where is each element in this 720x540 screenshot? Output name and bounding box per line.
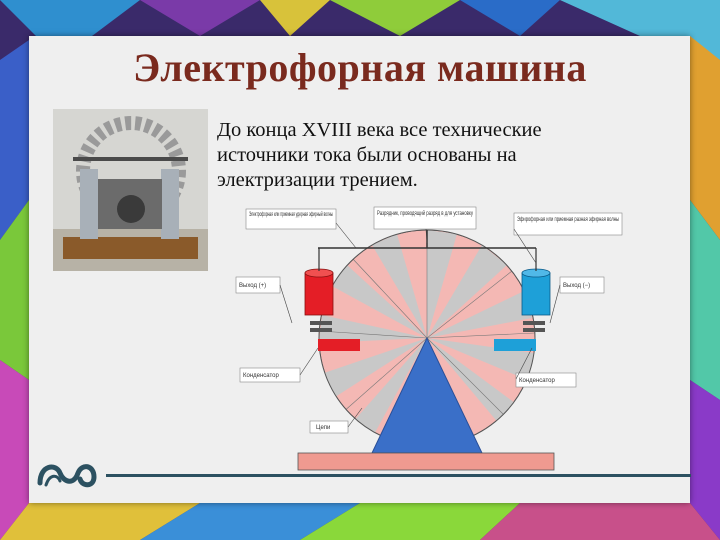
left-jar (304, 248, 360, 351)
footer-rule (106, 474, 691, 477)
logo-icon (37, 464, 97, 488)
slide-title: Электрофорная машина (133, 45, 587, 90)
label-top-left: Электрофорная или приемная удерная эфирн… (249, 211, 333, 218)
base (297, 452, 555, 471)
label-left-condenser: Конденсатор (243, 373, 280, 379)
body-paragraph: До конца XVIII века все технические исто… (217, 119, 542, 191)
label-top-right: Эфирофорная или приемная разная эфирная … (517, 217, 619, 223)
electrophore-diagram: Электрофорная или приемная удерная эфирн… (235, 206, 623, 471)
machine-photo (53, 109, 208, 271)
label-left-output: Выход (+) (239, 283, 266, 289)
label-chain: Цепи (316, 425, 330, 431)
label-right-condenser: Конденсатор (519, 378, 556, 384)
label-right-output: Выход (−) (563, 283, 590, 289)
right-jar (494, 248, 551, 351)
label-top-center: Разрядник, проводящий разряд в для устан… (377, 210, 473, 217)
